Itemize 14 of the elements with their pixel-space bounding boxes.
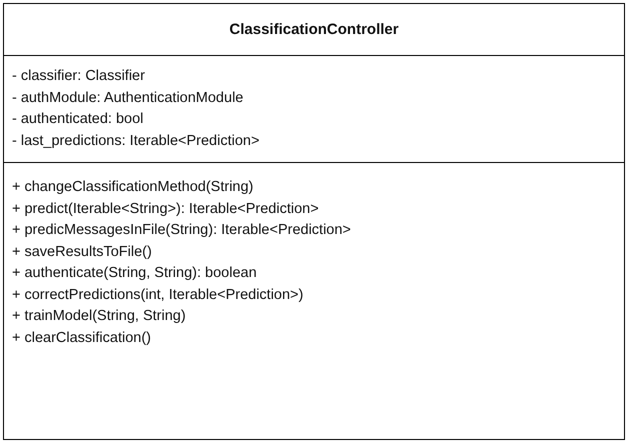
uml-class-box xyxy=(3,3,625,440)
method-text: + correctPredictions(int, Iterable<Prediction>) xyxy=(12,286,304,304)
attribute-text: - last_predictions: Iterable<Prediction> xyxy=(12,132,260,150)
method-text: + changeClassificationMethod(String) xyxy=(12,178,254,197)
attribute-text: - authenticated: bool xyxy=(12,110,144,129)
method-text: + predicMessagesInFile(String): Iterable<Prediction> xyxy=(12,221,351,240)
method-text: + predict(Iterable<String>): Iterable<Prediction> xyxy=(12,200,319,218)
attribute-text: - authModule: AuthenticationModule xyxy=(12,88,244,108)
method-text: + clearClassification() xyxy=(12,328,152,348)
method-text: + saveResultsToFile() xyxy=(12,242,152,262)
class-name: ClassificationController xyxy=(229,21,399,38)
method-text: + trainModel(String, String) xyxy=(12,307,186,326)
method-text: + authenticate(String, String): boolean xyxy=(12,264,257,283)
attribute-text: - classifier: Classifier xyxy=(12,67,145,86)
